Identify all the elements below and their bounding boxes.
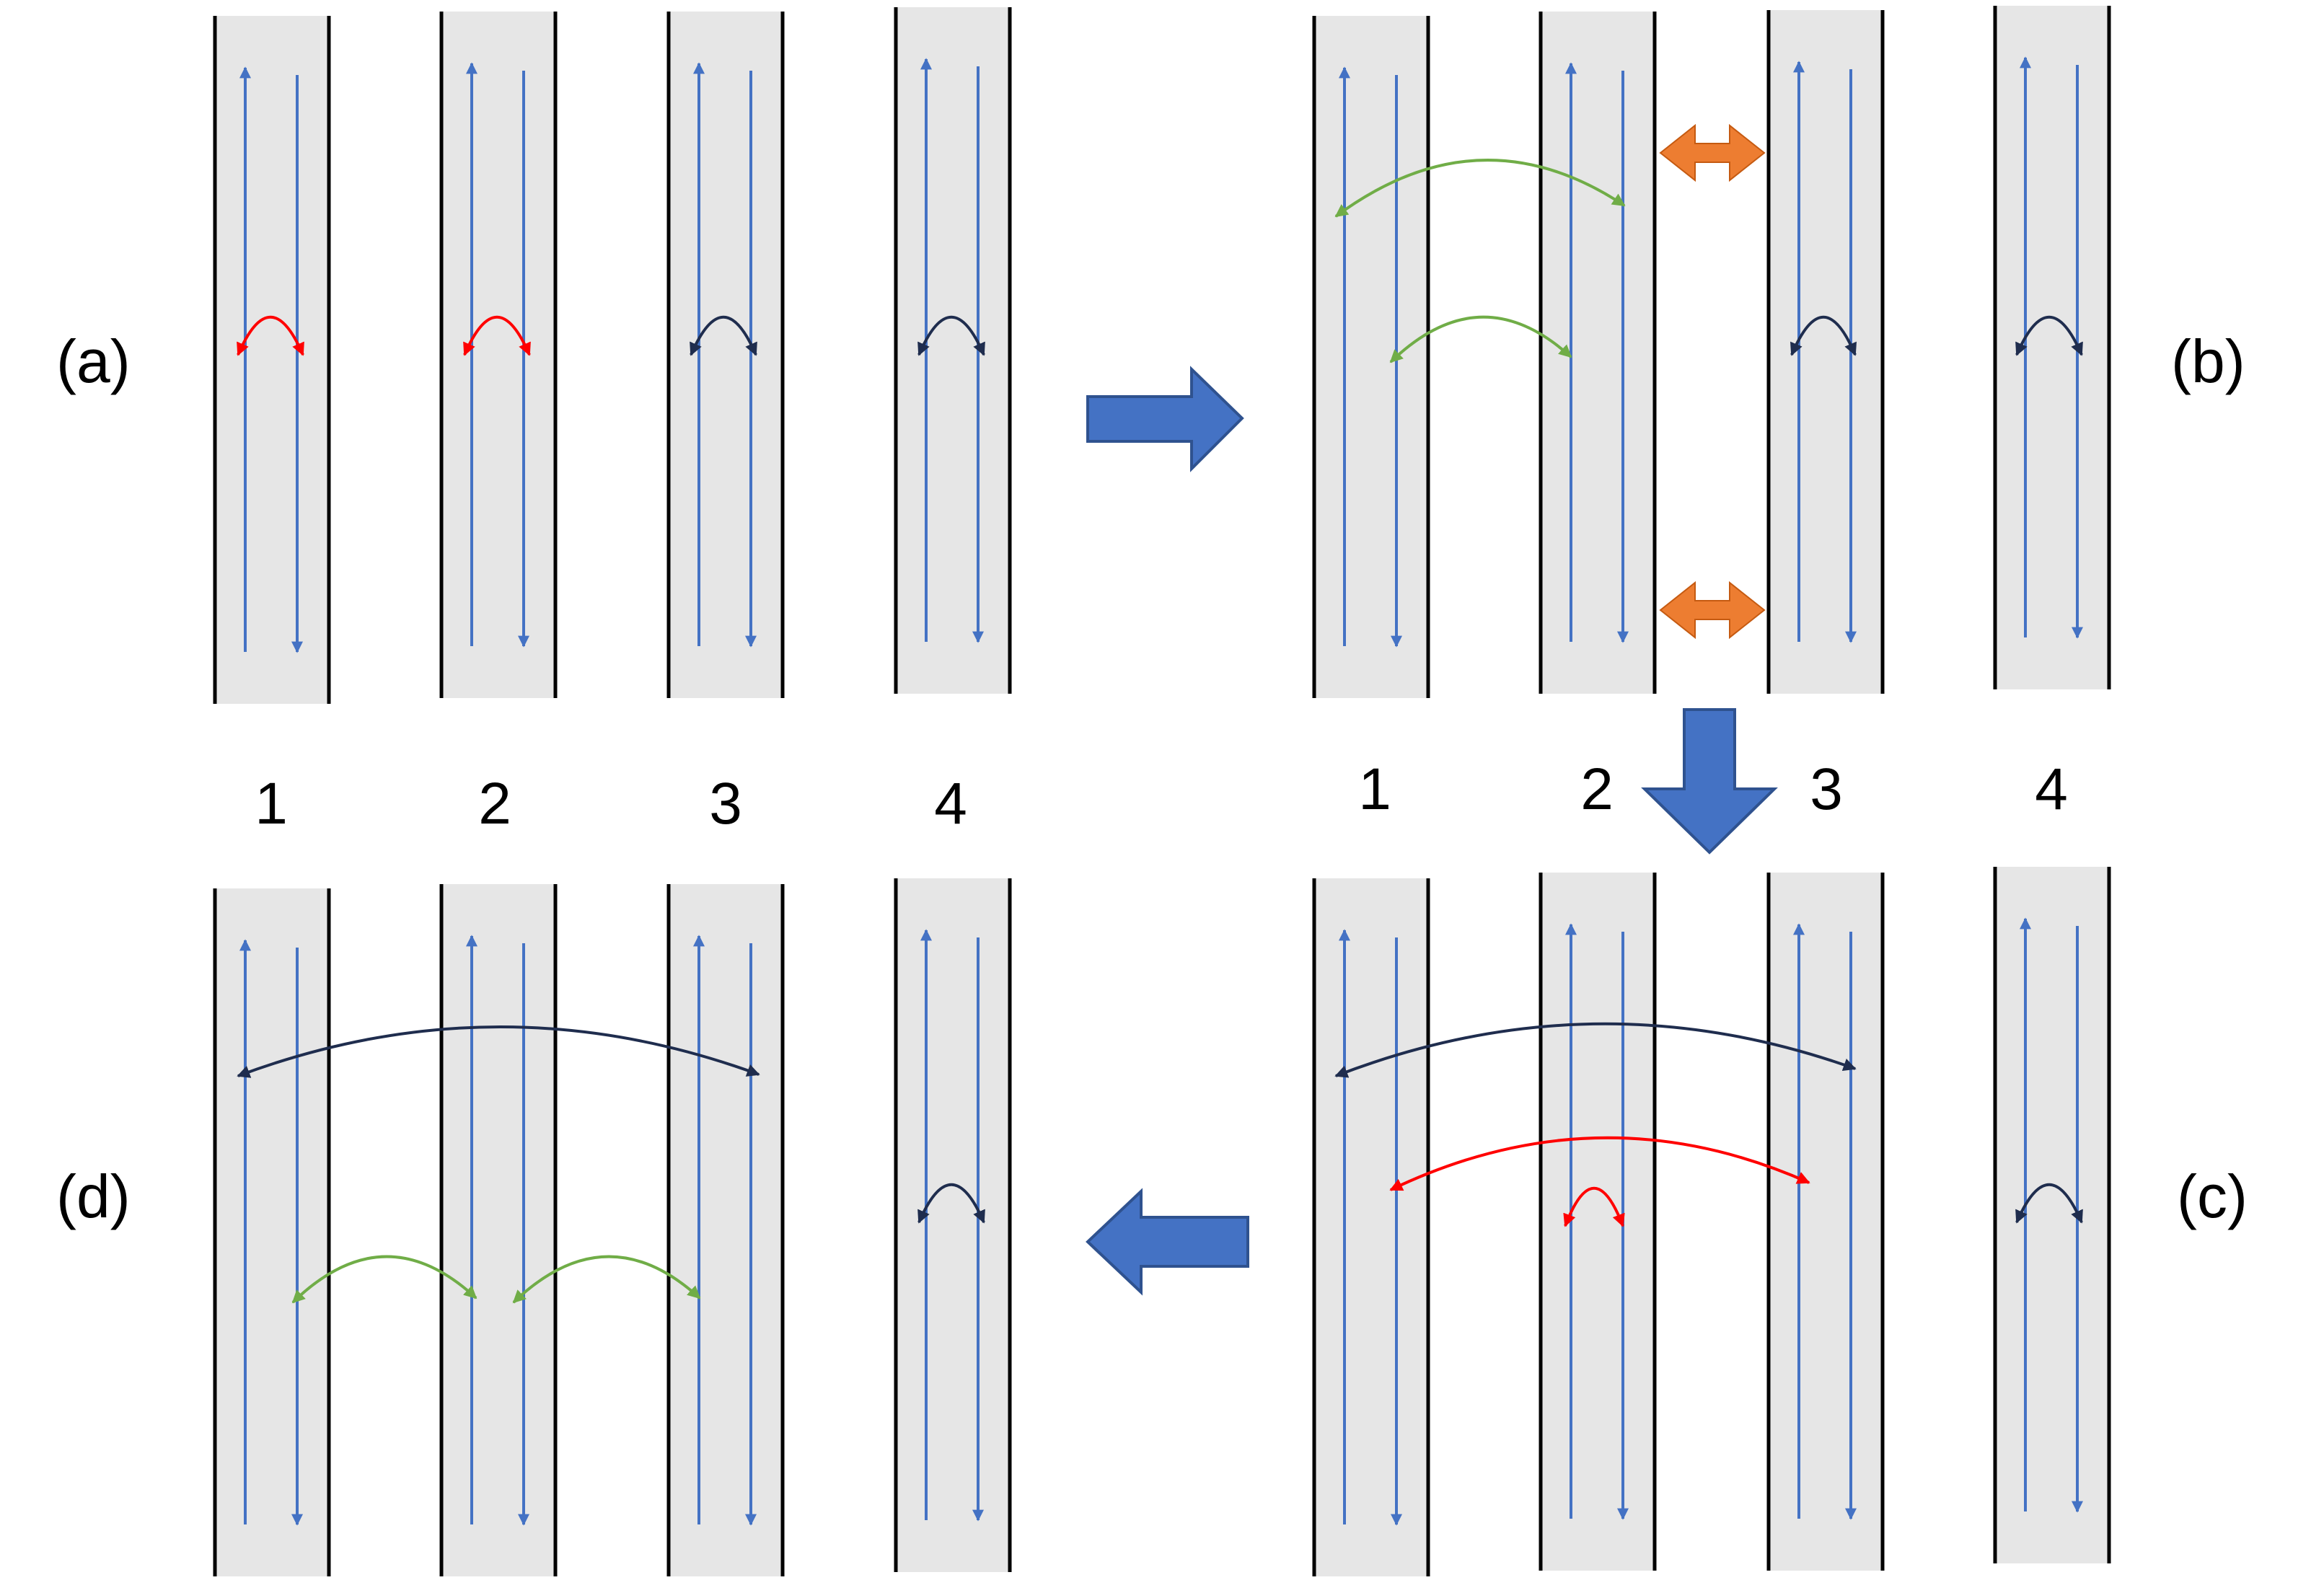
- channel-fill: [1541, 873, 1655, 1571]
- channel-c-4: [1993, 867, 2111, 1563]
- panel-label-d: (d): [56, 1162, 131, 1230]
- exchange-a-2-arrow: [463, 315, 531, 356]
- channel-b-4: [1993, 6, 2111, 689]
- channel-fill: [1995, 6, 2109, 689]
- channel-b-2: [1539, 12, 1657, 694]
- channel-d-2: [439, 884, 558, 1576]
- exchange-d-23-arrow: [512, 1255, 701, 1304]
- exchange-d-4-arrow: [917, 1183, 985, 1224]
- channel-d-3: [666, 884, 785, 1576]
- channel-a-4: [894, 7, 1012, 694]
- step-left-arrow-icon: [1086, 1188, 1249, 1296]
- channel-fill: [896, 878, 1010, 1572]
- channel-a-2: [439, 12, 558, 698]
- exchange-c-13-arrow: [1334, 1022, 1857, 1078]
- channel-fill: [441, 884, 555, 1576]
- channel-fill: [1314, 16, 1428, 698]
- orange-double-arrow-icon-bottom: [1659, 581, 1766, 640]
- exchange-c-2-arrow: [1563, 1186, 1625, 1227]
- panel-label-b: (b): [2171, 327, 2245, 395]
- labels-layer: (a) (b) (c) (d) 1 2 3 4 1 2 3 4: [56, 327, 2248, 1230]
- exchange-c-4-arrow: [2015, 1183, 2083, 1224]
- exchange-d-13-arrow: [237, 1025, 760, 1078]
- exchanges-layer: [237, 159, 2083, 1304]
- channel-fill: [1541, 12, 1655, 694]
- channel-fill: [669, 12, 783, 698]
- shapes-layer: [1086, 123, 1778, 1296]
- col-label-a-1: 1: [255, 771, 288, 837]
- channel-b-3: [1766, 10, 1885, 694]
- exchange-b-4-arrow: [2015, 315, 2083, 356]
- channel-fill: [215, 16, 329, 704]
- panel-label-a: (a): [56, 327, 131, 395]
- step-right-arrow-icon: [1086, 366, 1244, 472]
- channel-fill: [1769, 10, 1883, 694]
- exchange-a-1-arrow: [237, 315, 304, 356]
- col-label-a-3: 3: [709, 771, 742, 837]
- channel-fill: [1769, 873, 1883, 1571]
- channel-fill: [896, 7, 1010, 694]
- exchange-a-4-arrow: [917, 315, 985, 356]
- col-label-b-2: 2: [1580, 756, 1614, 822]
- channel-fill: [669, 884, 783, 1576]
- orange-double-arrow-icon-top: [1659, 123, 1766, 182]
- col-label-b-3: 3: [1810, 756, 1843, 822]
- channel-c-2: [1539, 873, 1657, 1571]
- col-label-a-2: 2: [478, 771, 511, 837]
- channel-c-3: [1766, 873, 1885, 1571]
- channel-fill: [441, 12, 555, 698]
- exchange-b-12-upper-arrow: [1334, 159, 1626, 218]
- step-down-arrow-icon: [1641, 708, 1778, 855]
- channel-a-3: [666, 12, 785, 698]
- channel-fill: [1995, 867, 2109, 1563]
- panel-label-c: (c): [2177, 1162, 2248, 1230]
- col-label-a-4: 4: [934, 771, 967, 837]
- exchange-b-12-lower-arrow: [1389, 315, 1572, 363]
- channel-fill: [1314, 878, 1428, 1576]
- channel-a-1: [213, 16, 331, 704]
- col-label-b-4: 4: [2035, 756, 2068, 822]
- exchange-b-3-arrow: [1790, 315, 1857, 356]
- col-label-b-1: 1: [1358, 756, 1391, 822]
- channel-d-1: [213, 888, 331, 1576]
- channel-b-1: [1312, 16, 1430, 698]
- exchange-d-12-arrow: [291, 1255, 477, 1304]
- exchange-a-3-arrow: [690, 315, 757, 356]
- channel-d-4: [894, 878, 1012, 1572]
- channel-fill: [215, 888, 329, 1576]
- exchange-c-13-red-arrow: [1389, 1136, 1810, 1191]
- channel-c-1: [1312, 878, 1430, 1576]
